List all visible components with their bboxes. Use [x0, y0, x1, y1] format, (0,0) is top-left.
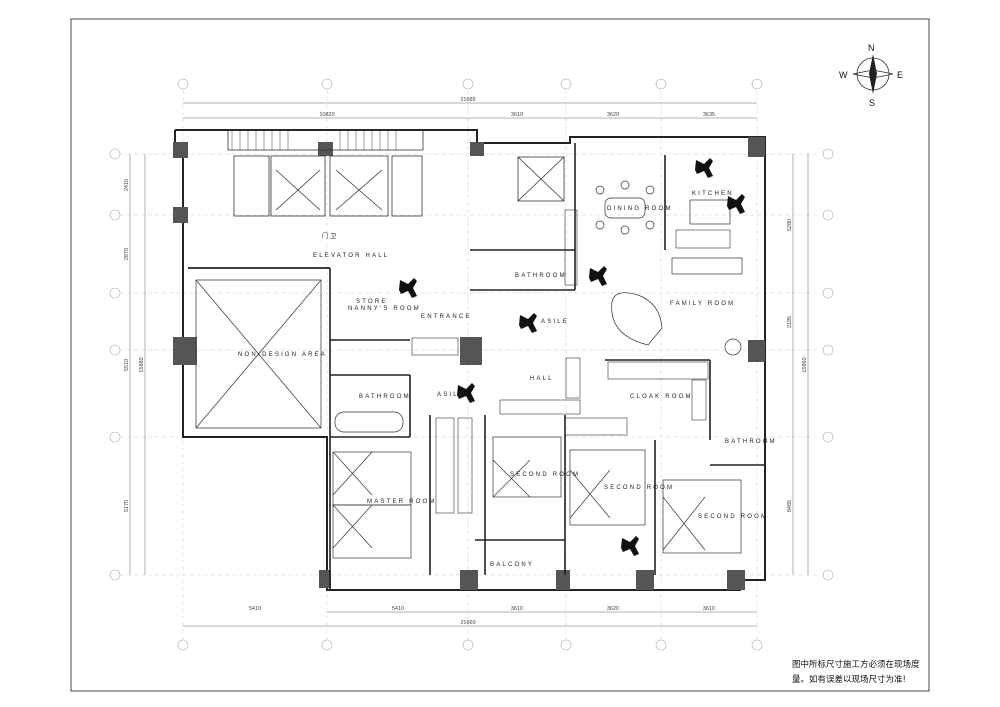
- stair-treads: [231, 130, 397, 150]
- wardrobes: [411, 209, 731, 514]
- label-bathroom-1: BATHROOM: [359, 394, 411, 400]
- compass-icon: [852, 54, 894, 94]
- label-store: STORE: [356, 299, 388, 305]
- dim-left-3: 5510: [124, 359, 130, 371]
- label-bathroom-3: BATHROOM: [725, 439, 777, 445]
- dim-left-4: 15880: [139, 357, 145, 372]
- dim-top-1: 10820: [319, 112, 334, 118]
- label-family-room: FAMILY ROOM: [670, 301, 735, 307]
- label-entrance: ENTRANCE: [421, 314, 472, 320]
- dim-bottom-3: 3610: [511, 606, 523, 612]
- dim-bottom-1: 5410: [249, 606, 261, 612]
- dim-bottom-5: 3610: [703, 606, 715, 612]
- dim-right-2: 2195: [787, 316, 793, 328]
- label-kitchen: KITCHEN: [692, 191, 734, 197]
- compass-s: S: [869, 98, 875, 108]
- dim-bottom-2: 5410: [392, 606, 404, 612]
- label-door-hall: 门卫: [322, 232, 338, 240]
- compass-w: W: [839, 70, 848, 80]
- dim-right-4: 8485: [787, 500, 793, 512]
- label-dining-room: DINING ROOM: [607, 206, 673, 212]
- label-bathroom-2: BATHROOM: [515, 273, 567, 279]
- label-nanny-room: NANNY'S ROOM: [348, 306, 421, 312]
- elevator-shafts: [227, 129, 565, 217]
- dim-left-5: 5170: [124, 500, 130, 512]
- label-second-room-1: SECOND ROOM: [510, 472, 580, 478]
- construction-note-line1: 图中所标尺寸施工方必须在现场度: [792, 659, 920, 670]
- dim-right-1: 5280: [787, 219, 793, 231]
- label-balcony: BALCONY: [490, 562, 534, 568]
- dim-top-3: 3620: [607, 112, 619, 118]
- dim-left-1: 2410: [124, 179, 130, 191]
- label-second-room-3: SECOND ROOM: [698, 514, 768, 520]
- non-design-area: [195, 279, 322, 429]
- figures: [399, 158, 745, 556]
- label-asile-2: ASILE: [437, 392, 465, 398]
- label-elevator-hall: ELEVATOR HALL: [313, 253, 389, 259]
- dimension-lines: [129, 102, 809, 627]
- label-second-room-2: SECOND ROOM: [604, 485, 674, 491]
- label-non-design-area: NON-DESIGN AREA: [238, 352, 327, 358]
- dim-top-total: 21685: [460, 97, 475, 103]
- construction-note-line2: 量。如有误差以现场尺寸为准!: [792, 674, 906, 685]
- sheet-border: [70, 18, 930, 692]
- axis-grid: [120, 90, 820, 640]
- compass-e: E: [897, 70, 903, 80]
- label-hall: HALL: [530, 376, 554, 382]
- dim-left-2: 2870: [124, 248, 130, 260]
- dim-bottom-total: 21660: [460, 620, 475, 626]
- compass-n: N: [868, 43, 875, 53]
- beds: [332, 436, 742, 559]
- dim-top-4: 3635: [703, 112, 715, 118]
- structural-columns: [173, 137, 765, 590]
- dim-right-3: 15860: [802, 357, 808, 372]
- label-asile-1: ASILE: [541, 319, 569, 325]
- interior-walls: [329, 143, 765, 590]
- label-master-room: MASTER ROOM: [367, 499, 437, 505]
- dim-top-2: 3610: [511, 112, 523, 118]
- axis-bubbles: [109, 78, 834, 651]
- dim-bottom-4: 3620: [607, 606, 619, 612]
- label-cloak-room: CLOAK ROOM: [630, 394, 693, 400]
- furniture: [334, 180, 743, 433]
